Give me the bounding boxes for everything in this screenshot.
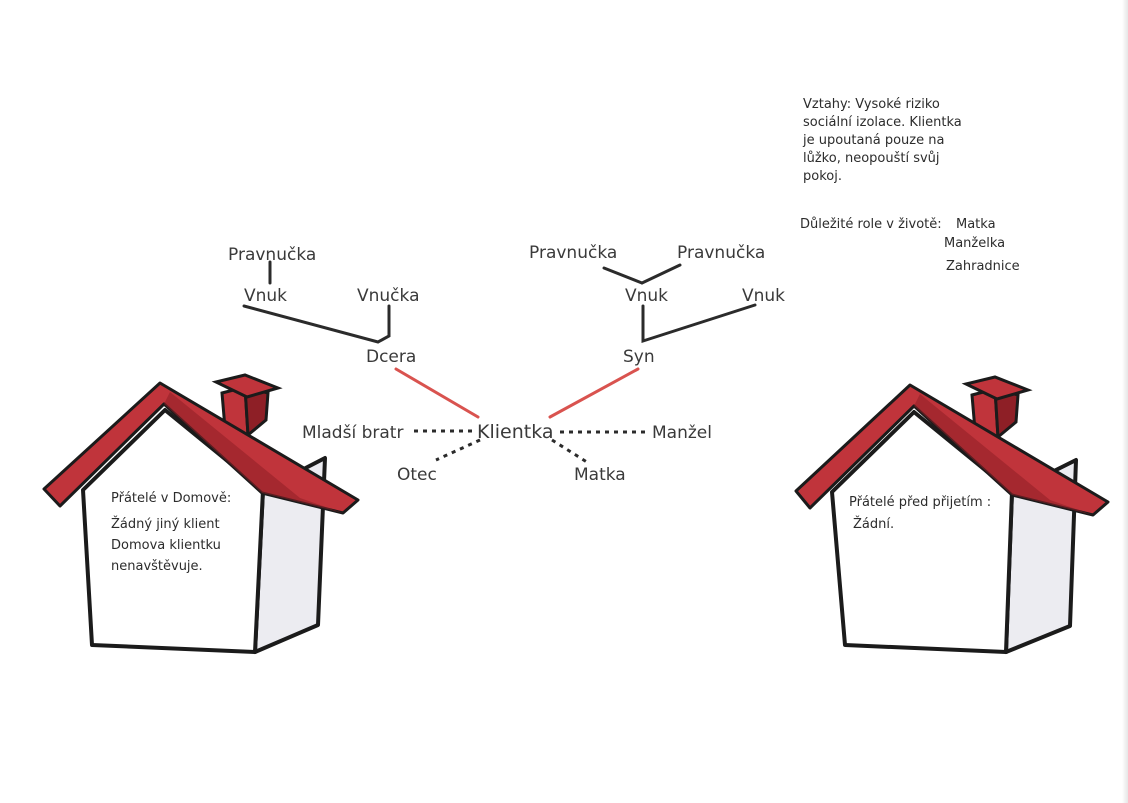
bond-syn-klientka (548, 367, 640, 419)
house-left-text: Přátelé v Domově: Žádný jiný klient Domo… (111, 491, 231, 574)
house-left (42, 373, 360, 654)
close-bond-lines (394, 367, 640, 419)
label-manzel: Manžel (652, 423, 712, 443)
bond-dcera-klientka (394, 367, 480, 419)
scan-edge (1122, 0, 1128, 803)
line-pravnucka-b-join (640, 263, 682, 285)
role-item-zahradnice: Zahradnice (946, 259, 1020, 274)
roles-label: Důležité role v životě: (800, 217, 942, 232)
label-vnucka-left: Vnučka (357, 286, 420, 306)
house-right-title: Přátelé před přijetím : (849, 495, 991, 510)
house-left-line-2: Domova klientku (111, 538, 221, 553)
house-right-line-1: Žádní. (853, 516, 894, 532)
label-otec: Otec (397, 465, 437, 485)
relationships-note: Vztahy: Vysoké riziko sociální izolace. … (803, 97, 962, 184)
label-dcera: Dcera (366, 347, 416, 367)
house-right (794, 375, 1110, 654)
label-vnuk-right-b: Vnuk (742, 286, 785, 306)
label-vnuk-right-a: Vnuk (625, 286, 668, 306)
role-item-matka: Matka (956, 217, 996, 232)
bond-father (435, 438, 481, 462)
house-right-roof-shade (914, 394, 1093, 515)
line-vnuk-vnucka-dcera (242, 304, 391, 344)
line-pravnucka-a-join (602, 266, 644, 285)
house-left-chimney-top (211, 373, 283, 399)
weak-bond-lines (414, 429, 648, 466)
family-labels: Pravnučka Vnuk Vnučka Dcera Pravnučka Pr… (228, 243, 785, 485)
bond-mother (551, 438, 591, 466)
house-right-front-wall (830, 410, 1014, 654)
label-vnuk-left: Vnuk (244, 286, 287, 306)
label-matka: Matka (574, 465, 626, 485)
role-item-manzelka: Manželka (944, 236, 1006, 251)
family-lines (242, 260, 757, 344)
house-right-chimney-top (961, 375, 1033, 401)
line-vnuk-syn-vnuk (641, 303, 757, 344)
house-left-front-wall (81, 408, 265, 654)
house-left-line-1: Žádný jiný klient (111, 516, 220, 532)
house-left-title: Přátelé v Domově: (111, 491, 231, 506)
label-mladsi-bratr: Mladší bratr (302, 423, 403, 443)
label-pravnucka-left: Pravnučka (228, 245, 316, 265)
label-pravnucka-right-a: Pravnučka (529, 243, 617, 263)
label-syn: Syn (623, 347, 655, 367)
house-right-text: Přátelé před přijetím : Žádní. (849, 495, 991, 532)
house-left-roof-shade (164, 392, 343, 513)
house-left-line-3: nenavštěvuje. (111, 559, 203, 574)
label-pravnucka-right-b: Pravnučka (677, 243, 765, 263)
label-klientka: Klientka (477, 421, 554, 443)
